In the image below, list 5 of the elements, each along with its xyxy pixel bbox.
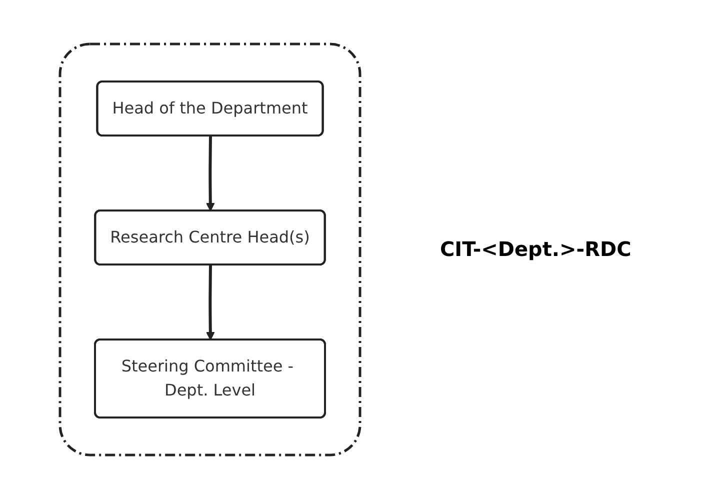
cluster [58,42,362,456]
node-text: Steering Committee - Dept. Level [121,356,294,399]
group-label: CIT-<Dept.>-RDC [440,237,632,261]
arrow [206,264,215,340]
arrow [206,135,215,211]
